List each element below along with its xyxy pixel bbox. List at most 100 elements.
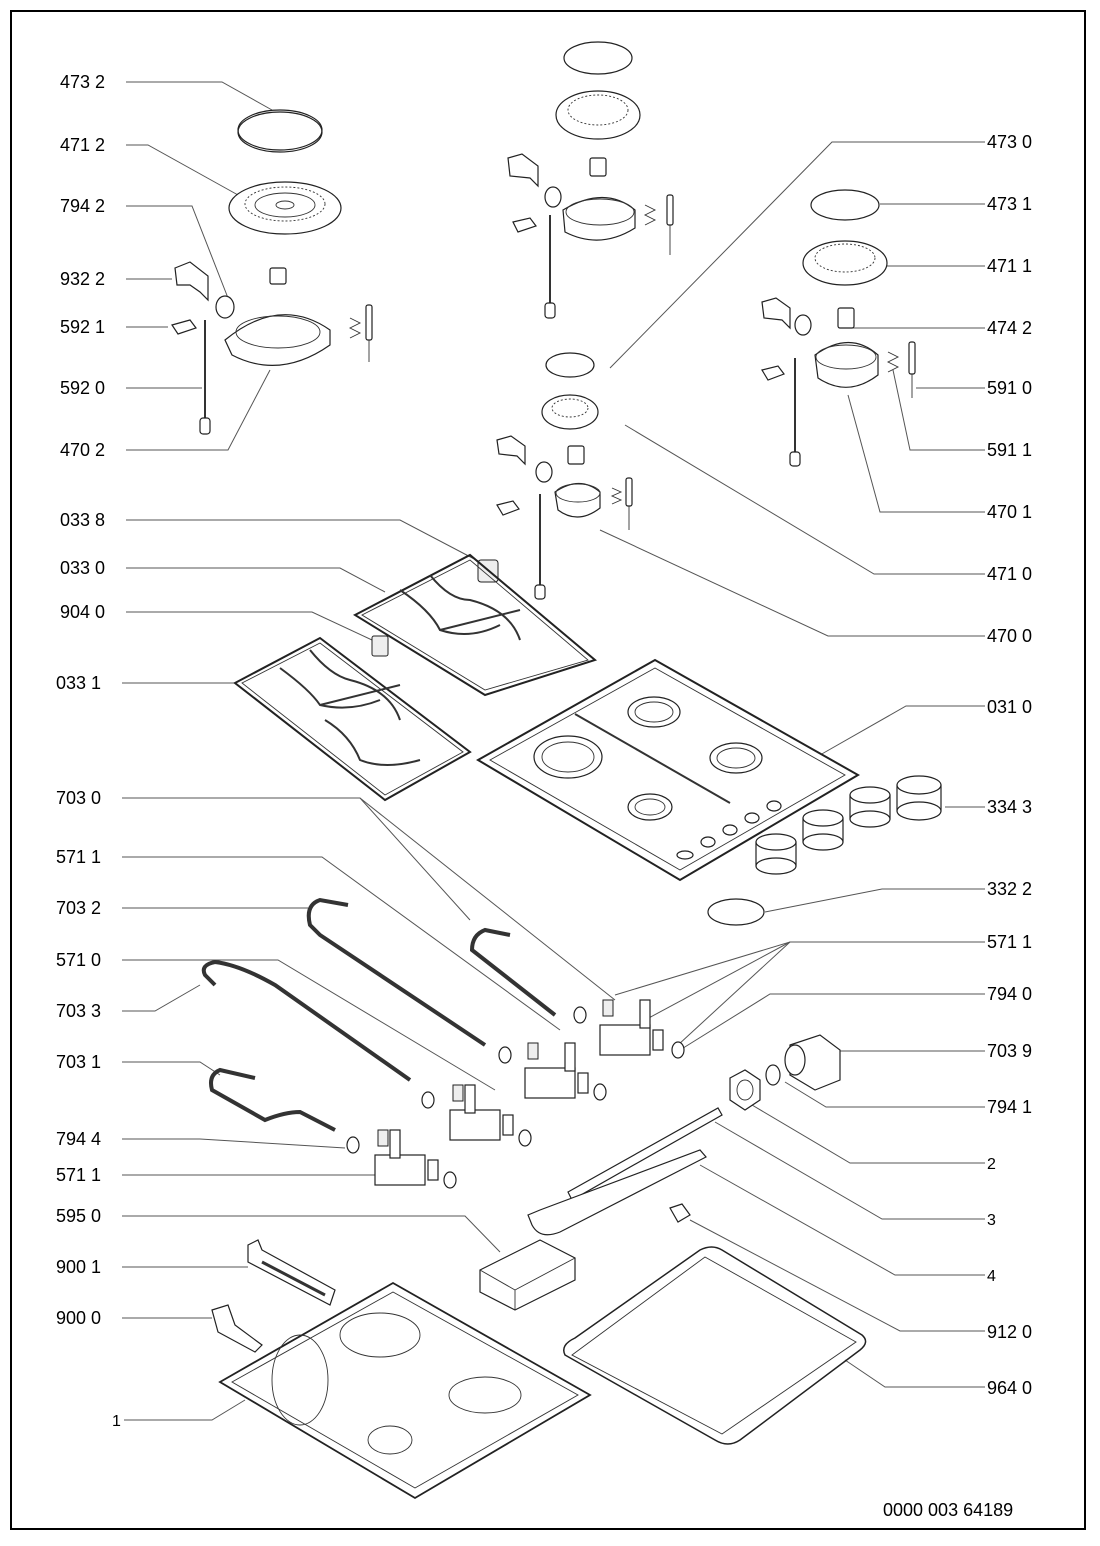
- bracket-900-0: [211, 1304, 263, 1353]
- burner-well-large: [533, 735, 603, 779]
- flame-spreader-top: [555, 90, 641, 140]
- label-470-0: 470 0: [987, 626, 1032, 646]
- leader-470-1: [847, 394, 985, 513]
- label-033-0: 033 0: [60, 558, 105, 578]
- seal: [593, 1083, 607, 1101]
- leader-033-0: [126, 567, 386, 593]
- leader-703-0b: [359, 797, 616, 1001]
- bracket-4: [527, 1149, 707, 1236]
- injector-small: [567, 445, 585, 465]
- sealing-ring-794-2: [215, 295, 235, 319]
- leader-332-2: [764, 888, 985, 913]
- label-033-1: 033 1: [56, 673, 101, 693]
- burner-base-top: [562, 196, 636, 241]
- leader-591-1: [892, 369, 985, 451]
- label-900-0: 900 0: [56, 1308, 101, 1328]
- label-473-1: 473 1: [987, 194, 1032, 214]
- burner-base-470-1: [814, 342, 879, 388]
- cooktop-outline: [476, 658, 860, 882]
- leader-1: [124, 1399, 246, 1421]
- leader-912-0: [689, 1219, 985, 1332]
- label-571-0: 571 0: [56, 950, 101, 970]
- label-703-1: 703 1: [56, 1052, 101, 1072]
- leader-794-2: [126, 205, 229, 299]
- label-964-0: 964 0: [987, 1378, 1032, 1398]
- right-labels: 473 0 473 1 471 1 474 2 591 0 591 1 470 …: [987, 132, 1032, 1398]
- clip-small-top: [512, 217, 537, 233]
- label-571-1-b: 571 1: [56, 1165, 101, 1185]
- elbow-703-9: [789, 1034, 841, 1091]
- leader-703-3: [122, 984, 201, 1012]
- knob-hole-3: [744, 812, 760, 824]
- label-033-8: 033 8: [60, 510, 105, 530]
- gas-connection: [527, 1034, 841, 1236]
- seal: [518, 1129, 532, 1147]
- seal: [443, 1171, 457, 1189]
- ring-top: [544, 186, 562, 208]
- label-471-2: 471 2: [60, 135, 105, 155]
- ring-small: [535, 461, 553, 483]
- knob: [896, 775, 942, 821]
- ignition-button-332-2: [707, 898, 765, 926]
- burner-mount: [448, 1376, 522, 1414]
- bracket-900-1: [247, 1239, 336, 1306]
- pan-support-033-0: [352, 553, 598, 697]
- drawing-number: 0000 003 64189: [883, 1500, 1013, 1520]
- gas-valves-571: [374, 999, 664, 1186]
- label-470-1: 470 1: [987, 502, 1032, 522]
- pan-support-033-1: [233, 636, 472, 802]
- leader-904-0: [126, 611, 373, 641]
- burner-base-470-0: [554, 482, 601, 518]
- nut-2: [729, 1069, 761, 1111]
- spring-591-1: [886, 351, 900, 373]
- seal-794-1: [765, 1064, 781, 1086]
- pipe-703-2: [306, 897, 487, 1047]
- flame-spreader-471-1: [802, 240, 888, 286]
- burner-assembly-medium-top: [507, 41, 674, 319]
- burner-mount: [367, 1425, 413, 1455]
- leader-473-2: [126, 81, 273, 111]
- label-474-2: 474 2: [987, 318, 1032, 338]
- label-794-4: 794 4: [56, 1129, 101, 1149]
- leader-4: [699, 1164, 985, 1276]
- ignition-electrode: [365, 304, 373, 341]
- screw-912-0: [669, 1203, 691, 1223]
- gas-valve: [524, 1042, 589, 1099]
- leader-964-0: [844, 1359, 985, 1388]
- rubber-foot-904-0: [371, 635, 389, 657]
- label-912-0: 912 0: [987, 1322, 1032, 1342]
- leader-595-0: [122, 1215, 501, 1253]
- pipe-703-3: [201, 959, 412, 1082]
- clip-592-1: [171, 319, 197, 335]
- leader-470-2: [126, 369, 271, 451]
- burner-assembly-large: [171, 109, 373, 435]
- leader-571-1-c3: [677, 941, 791, 1046]
- leader-571-1-c2: [644, 941, 791, 1021]
- pipe-703-1: [209, 1067, 336, 1132]
- label-595-0: 595 0: [56, 1206, 101, 1226]
- label-471-1: 471 1: [987, 256, 1032, 276]
- base-tray-1: [218, 1281, 592, 1500]
- label-571-1-c: 571 1: [987, 932, 1032, 952]
- clip-small-right: [761, 365, 785, 381]
- burner-cap-473-1: [810, 189, 880, 221]
- label-703-2: 703 2: [56, 898, 101, 918]
- seal: [498, 1046, 512, 1064]
- label-794-0: 794 0: [987, 984, 1032, 1004]
- burner-base-470-2: [224, 314, 331, 366]
- leader-571-1-a: [122, 856, 561, 1031]
- seal-gasket-964-0: [563, 1246, 867, 1445]
- label-932-2: 932 2: [60, 269, 105, 289]
- clip-small-center: [496, 435, 526, 466]
- label-334-3: 334 3: [987, 797, 1032, 817]
- gas-valve: [599, 999, 664, 1056]
- label-592-1: 592 1: [60, 317, 105, 337]
- knob: [849, 786, 891, 828]
- leader-470-0: [599, 529, 985, 637]
- gas-valve: [374, 1129, 439, 1186]
- burner-assembly-small: [496, 352, 633, 600]
- leader-703-1: [122, 1061, 221, 1076]
- leader-031-0: [819, 705, 985, 756]
- gas-valve: [449, 1084, 514, 1141]
